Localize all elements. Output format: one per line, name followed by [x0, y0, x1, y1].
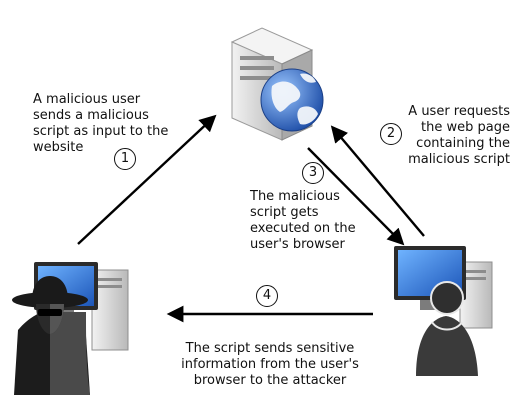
- step-2-line: containing the: [416, 136, 510, 151]
- step-2-line: malicious script: [408, 152, 510, 167]
- step-2-description: A user requests the web page containing …: [408, 104, 510, 168]
- step-3-line: user's browser: [250, 237, 345, 252]
- step-3-line: executed on the: [250, 221, 356, 236]
- step-3-number-badge: 3: [302, 162, 324, 184]
- step-1-line: A malicious user: [33, 92, 141, 107]
- step-1-line: website: [33, 140, 84, 155]
- step-2-number-badge: 2: [380, 123, 402, 145]
- step-3-description: The malicious script gets executed on th…: [250, 189, 356, 253]
- user-person-icon: [416, 281, 478, 376]
- step-4-description: The script sends sensitive information f…: [160, 341, 380, 389]
- step-2-line: the web page: [421, 120, 510, 135]
- step-1-number-badge: 1: [114, 148, 136, 170]
- step-3-line: The malicious: [250, 189, 340, 204]
- arrow-step-1: [77, 114, 217, 245]
- step-1-line: script as input to the: [33, 124, 169, 139]
- step-4-line: browser to the attacker: [193, 373, 347, 388]
- hacker-icon: [12, 276, 90, 395]
- step-4-line: information from the user's: [181, 357, 359, 372]
- step-4-line: The script sends sensitive: [185, 341, 355, 356]
- globe-icon: [260, 68, 324, 132]
- arrow-step-2: [330, 125, 425, 237]
- step-1-line: sends a malicious: [33, 108, 149, 123]
- step-3-line: script gets: [250, 205, 319, 220]
- step-4-number-badge: 4: [256, 285, 278, 307]
- step-2-line: A user requests: [408, 104, 510, 119]
- step-1-description: A malicious user sends a malicious scrip…: [33, 92, 168, 156]
- arrow-step-3: [307, 147, 405, 246]
